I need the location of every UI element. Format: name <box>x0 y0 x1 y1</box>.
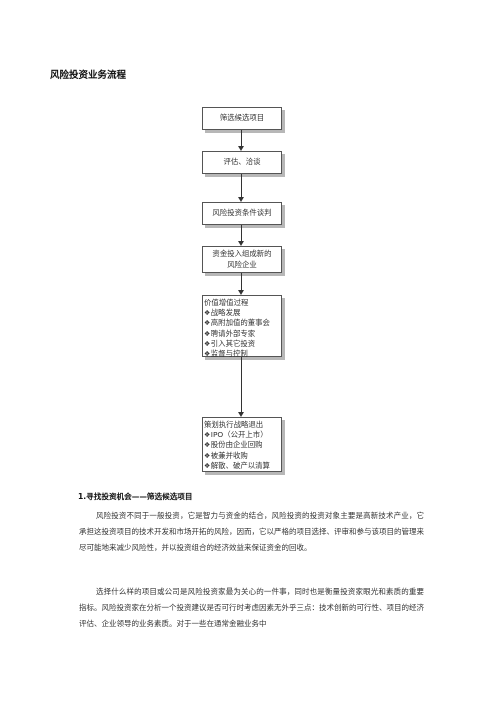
flow-arrow-line-4 <box>241 273 242 291</box>
flow-list-item: ❖战略发展 <box>204 308 241 318</box>
flow-box-evaluation: 评估、洽谈 <box>202 151 282 174</box>
flow-arrow-line-1 <box>241 130 242 147</box>
flow-list-item: ❖被兼并收购 <box>204 450 248 460</box>
flow-arrow-line-5 <box>241 357 242 413</box>
flow-box-exit: 策划执行战略退出 ❖IPO（公开上市） ❖股份由企业回购 ❖被兼并收购 ❖解散、… <box>202 417 282 472</box>
flow-list-item: ❖股份由企业回购 <box>204 440 263 450</box>
flow-list-item: ❖聘请外部专家 <box>204 328 256 338</box>
bullet-diamond-icon: ❖ <box>204 309 211 318</box>
bullet-diamond-icon: ❖ <box>204 431 211 440</box>
bullet-diamond-icon: ❖ <box>204 339 211 348</box>
flow-arrow-head-4 <box>238 290 244 295</box>
section-heading: 1.寻找投资机会——筛选候选项目 <box>78 492 193 501</box>
bullet-diamond-icon: ❖ <box>204 319 211 328</box>
flow-box-value-add: 价值增值过程 ❖战略发展 ❖高附加值的董事会 ❖聘请外部专家 ❖引入其它投资 ❖… <box>202 295 282 359</box>
flow-box-evaluation-label: 评估、洽谈 <box>223 157 261 167</box>
bullet-diamond-icon: ❖ <box>204 451 211 460</box>
paragraph-1: 风险投资不同于一般投资，它是智力与资金的结合，风险投资的投资对象主要是高新技术产… <box>79 511 424 552</box>
flow-box-negotiation: 风险投资条件谈判 <box>202 202 282 225</box>
flow-box-negotiation-label: 风险投资条件谈判 <box>212 208 272 218</box>
bullet-diamond-icon: ❖ <box>204 329 211 338</box>
flow-box-screening-label: 筛选候选项目 <box>219 113 265 123</box>
flow-box-funding-line2: 风险企业 <box>227 259 257 269</box>
flow-list-item: ❖引入其它投资 <box>204 338 256 348</box>
flow-list-item: ❖IPO（公开上市） <box>204 430 268 440</box>
flow-box-screening: 筛选候选项目 <box>202 107 282 130</box>
flow-arrow-head-2 <box>238 197 244 202</box>
flow-arrow-line-2 <box>241 174 242 198</box>
flow-arrow-head-3 <box>238 241 244 246</box>
bullet-diamond-icon: ❖ <box>204 350 211 359</box>
bullet-diamond-icon: ❖ <box>204 441 211 450</box>
flow-arrow-head-5 <box>238 412 244 417</box>
flow-arrow-head-1 <box>238 146 244 151</box>
bullet-diamond-icon: ❖ <box>204 461 211 470</box>
document-title: 风险投资业务流程 <box>50 70 127 81</box>
flow-list-item: ❖解散、破产以清算 <box>204 460 270 470</box>
flow-list-item: ❖监督与控制 <box>204 349 248 359</box>
flow-box-funding-line1: 资金投入组成新的 <box>212 249 272 259</box>
flow-box-value-add-heading: 价值增值过程 <box>204 298 249 307</box>
flow-arrow-line-3 <box>241 225 242 242</box>
paragraph-2: 选择什么样的项目或公司是风险投资家最为关心的一件事，同时也是衡量投资家眼光和素质… <box>79 587 424 628</box>
flow-list-item: ❖高附加值的董事会 <box>204 318 270 328</box>
flow-box-exit-heading: 策划执行战略退出 <box>204 420 264 429</box>
flow-box-funding: 资金投入组成新的 风险企业 <box>202 246 282 273</box>
